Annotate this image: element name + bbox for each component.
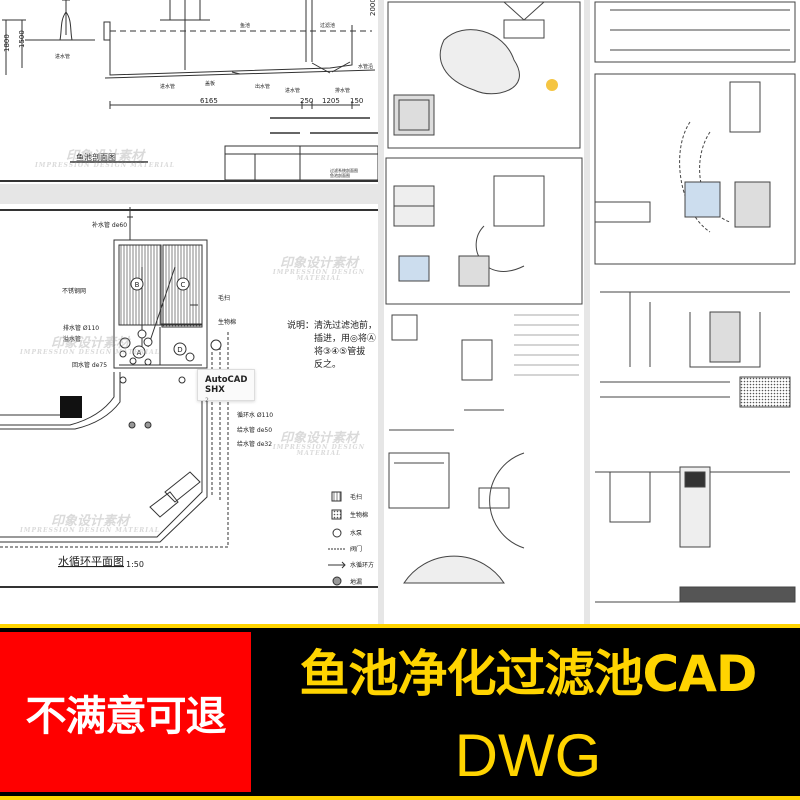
label-drain: 排水管 Ø110 xyxy=(63,324,99,332)
zone-c: C xyxy=(181,281,186,289)
label-inlet-pipe: 进水管 xyxy=(55,53,70,60)
drawing-thumb-right-3 xyxy=(590,272,800,437)
legend: 毛扫 生物棉 水泵 阀门 水循环方 地漏 xyxy=(328,491,374,586)
drawing-thumb-detail-1 xyxy=(384,156,584,306)
promo-banner: 不满意可退 鱼池净化过滤池CAD DWG xyxy=(0,624,800,800)
drawing-thumb-garden-plan xyxy=(384,0,584,150)
zone-b: B xyxy=(135,281,140,289)
zone-a: A xyxy=(137,349,142,357)
tooltip-title: AutoCAD SHX xyxy=(205,375,248,395)
zone-d: D xyxy=(177,346,182,354)
label-drain-pipe: 排水管 xyxy=(335,87,350,94)
label-mesh: 不锈钢网 xyxy=(62,287,86,295)
product-format: DWG xyxy=(454,722,602,789)
tooltip-value: 2 xyxy=(205,397,209,404)
tank-block xyxy=(60,396,82,418)
label-pipe-edge: 水管沿 xyxy=(358,63,373,70)
label-brush: 毛扫 xyxy=(218,294,230,302)
note-line-1: 说明：清洗过滤池前， xyxy=(287,319,377,331)
product-title: 鱼池净化过滤池CAD xyxy=(299,645,758,703)
legend-drain: 地漏 xyxy=(350,578,362,586)
drawing-thumb-top-right xyxy=(590,0,800,66)
note-line-4: 反之。 xyxy=(314,358,341,370)
label-inlet-pipe-2: 进水管 xyxy=(160,83,175,90)
separator xyxy=(584,0,590,624)
label-filter-pond: 过滤池 xyxy=(320,22,335,29)
plan-drawing: B C A D 补水管 de60 不锈钢网 毛扫 生物棉 排水管 Ø110 溢水… xyxy=(0,207,378,588)
label-inlet: 补水管 de60 xyxy=(92,221,127,229)
drawing-thumb-mid-2 xyxy=(384,448,584,593)
label-fish-pond: 鱼池 xyxy=(240,22,250,29)
drawing-thumb-right-2 xyxy=(590,72,800,267)
dim-6165: 6165 xyxy=(200,97,218,105)
label-outlet-pipe: 出水管 xyxy=(255,83,270,90)
legend-pump: 水泵 xyxy=(350,529,362,537)
title-block-line1: 过滤系统剖面图 xyxy=(330,167,358,173)
label-bio: 生物棉 xyxy=(218,318,236,326)
note-line-3: 将③④⑤管拔 xyxy=(314,345,365,357)
drawing-thumb-mid-1 xyxy=(384,310,584,445)
autocad-shx-tooltip: AutoCAD SHX 2 xyxy=(197,369,255,404)
refund-badge: 不满意可退 xyxy=(0,632,251,792)
separator xyxy=(378,0,384,624)
drawing-thumb-right-4 xyxy=(590,442,800,624)
separator xyxy=(0,184,378,204)
dim-1205: 1205 xyxy=(322,97,340,105)
section-title: 鱼池剖面图 xyxy=(76,152,116,162)
legend-valve: 阀门 xyxy=(350,545,362,553)
plan-drawing-panel: B C A D 补水管 de60 不锈钢网 毛扫 生物棉 排水管 Ø110 溢水… xyxy=(0,207,378,595)
section-drawing: 进水管 进水管 盖板 出水管 进水管 排水管 水管沿 鱼池 过滤池 1800 1… xyxy=(0,0,378,182)
section-drawing-panel: 进水管 进水管 盖板 出水管 进水管 排水管 水管沿 鱼池 过滤池 1800 1… xyxy=(0,0,378,182)
dim-1800: 1800 xyxy=(3,34,11,52)
dim-250: 250 xyxy=(300,97,313,105)
dim-150: 150 xyxy=(350,97,363,105)
label-cover: 盖板 xyxy=(205,80,215,87)
label-inlet-pipe-3: 进水管 xyxy=(285,87,300,94)
plan-scale: 1:50 xyxy=(126,560,144,569)
label-supply-50: 给水管 de50 xyxy=(237,426,272,434)
legend-bio: 生物棉 xyxy=(350,511,368,519)
dim-2000: 2000 xyxy=(369,0,377,16)
label-supply-32: 给水管 de32 xyxy=(237,440,272,448)
legend-brush: 毛扫 xyxy=(350,493,362,501)
label-circulation: 循环水 Ø110 xyxy=(237,411,273,419)
dim-1500: 1500 xyxy=(18,30,26,48)
legend-flow: 水循环方 xyxy=(350,561,374,569)
label-overflow: 溢水管 xyxy=(63,335,81,343)
label-return: 回水管 de75 xyxy=(72,361,107,369)
note-line-2: 插进，用◎将Ⓐ xyxy=(314,332,376,344)
plan-title: 水循环平面图 xyxy=(58,555,124,568)
title-block-line2: 鱼池剖面图 xyxy=(330,172,350,178)
